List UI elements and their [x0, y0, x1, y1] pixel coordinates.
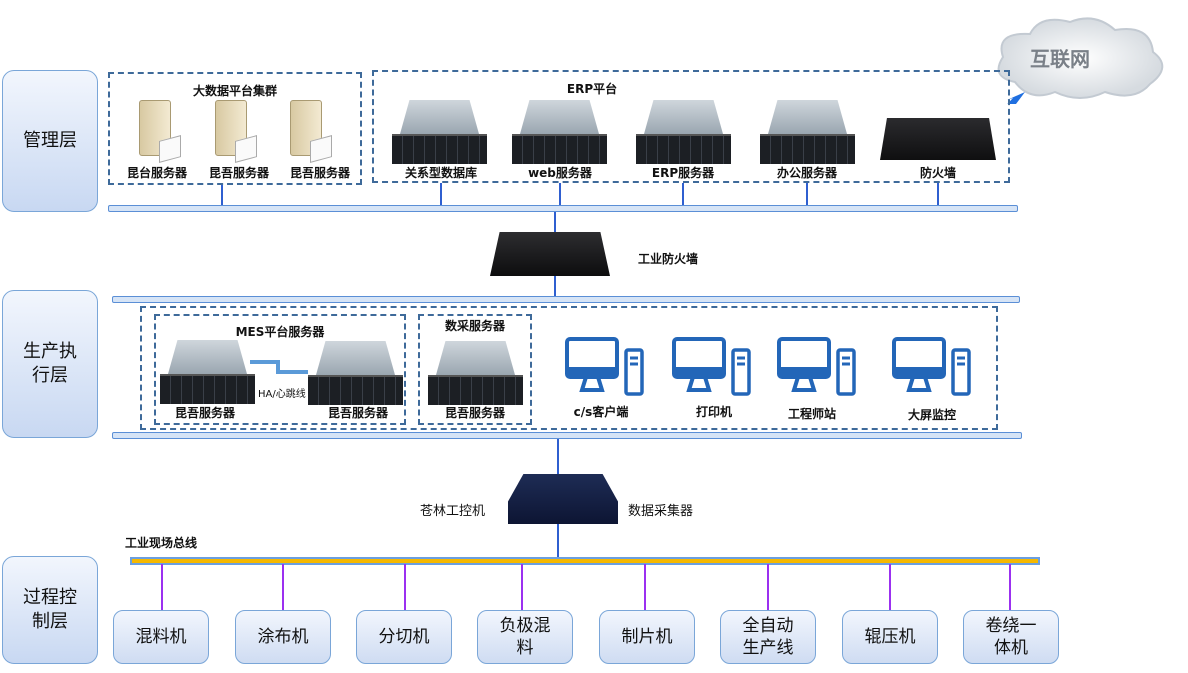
device-label: web服务器	[528, 166, 592, 180]
server-label: 昆吾服务器	[289, 166, 351, 180]
machine-box: 负极混料	[477, 610, 573, 664]
data-collection-group	[418, 314, 532, 425]
industrial-firewall-label: 工业防火墙	[638, 252, 699, 266]
connector	[682, 183, 684, 207]
bigdata-title: 大数据平台集群	[192, 84, 278, 98]
server-label: 昆吾服务器	[174, 406, 236, 420]
connector	[937, 183, 939, 207]
connector	[440, 183, 442, 207]
machine-box: 混料机	[113, 610, 209, 664]
rack-server-icon	[160, 340, 255, 404]
field-bus	[130, 557, 1040, 565]
connector	[1009, 564, 1011, 610]
rack-server-icon	[760, 100, 855, 164]
layer-process-control: 过程控制层	[2, 556, 98, 664]
rack-server-icon	[636, 100, 731, 164]
industrial-pc-icon	[508, 474, 618, 524]
workstation-icon	[565, 337, 644, 396]
production-bus-top	[112, 296, 1020, 303]
ha-link-label: HA/心跳线	[258, 389, 306, 400]
ipc-label: 苍林工控机	[420, 504, 486, 519]
production-bus-bottom	[112, 432, 1022, 439]
tower-server-icon	[133, 100, 181, 163]
connector	[767, 564, 769, 610]
device-label: ERP服务器	[651, 166, 715, 180]
machine-box: 辊压机	[842, 610, 938, 664]
internet-label: 互联网	[1030, 47, 1090, 71]
machine-box: 全自动生产线	[720, 610, 816, 664]
ha-link-line	[250, 360, 308, 374]
management-bus	[108, 205, 1018, 212]
connector	[161, 564, 163, 610]
firewall-icon	[880, 118, 996, 160]
connector	[521, 564, 523, 610]
server-label: 昆台服务器	[126, 166, 188, 180]
erp-title: ERP平台	[566, 82, 618, 96]
server-label: 昆吾服务器	[327, 406, 389, 420]
workstation-icon	[672, 337, 751, 396]
connector	[806, 183, 808, 207]
machine-box: 卷绕一体机	[963, 610, 1059, 664]
layer-production: 生产执行层	[2, 290, 98, 438]
industrial-firewall-icon	[490, 232, 610, 276]
connector	[404, 564, 406, 610]
client-label: c/s客户端	[573, 405, 629, 419]
tower-server-icon	[284, 100, 332, 163]
rack-server-icon	[512, 100, 607, 164]
bigdata-cluster-group	[108, 72, 362, 185]
client-label: 工程师站	[787, 407, 837, 421]
machine-box: 制片机	[599, 610, 695, 664]
rack-server-icon	[308, 341, 403, 405]
server-label: 昆吾服务器	[208, 166, 270, 180]
device-label: 防火墙	[919, 166, 957, 180]
layer-management: 管理层	[2, 70, 98, 212]
device-label: 关系型数据库	[404, 166, 478, 180]
machine-box: 分切机	[356, 610, 452, 664]
machine-box: 涂布机	[235, 610, 331, 664]
connector	[559, 183, 561, 207]
production-group	[140, 306, 998, 430]
rack-server-icon	[428, 341, 523, 405]
erp-platform-group	[372, 70, 1010, 183]
mes-group	[154, 314, 406, 425]
layer-label: 管理层	[23, 130, 77, 151]
tower-server-icon	[209, 100, 257, 163]
field-bus-label: 工业现场总线	[125, 536, 198, 550]
layer-label: 生产执行层	[23, 341, 77, 386]
collector-label: 数据采集器	[628, 504, 694, 519]
connector	[889, 564, 891, 610]
data-collection-title: 数采服务器	[444, 319, 506, 333]
connector	[282, 564, 284, 610]
workstation-icon	[777, 337, 856, 396]
internet-cloud-icon	[997, 17, 1164, 104]
connector	[221, 185, 223, 207]
device-label: 办公服务器	[776, 166, 838, 180]
workstation-icon	[892, 337, 971, 396]
connector	[644, 564, 646, 610]
server-label: 昆吾服务器	[444, 406, 506, 420]
client-label: 大屏监控	[907, 408, 957, 422]
mes-title: MES平台服务器	[235, 325, 325, 339]
rack-server-icon	[392, 100, 487, 164]
layer-label: 过程控制层	[23, 587, 77, 632]
client-label: 打印机	[695, 405, 733, 419]
